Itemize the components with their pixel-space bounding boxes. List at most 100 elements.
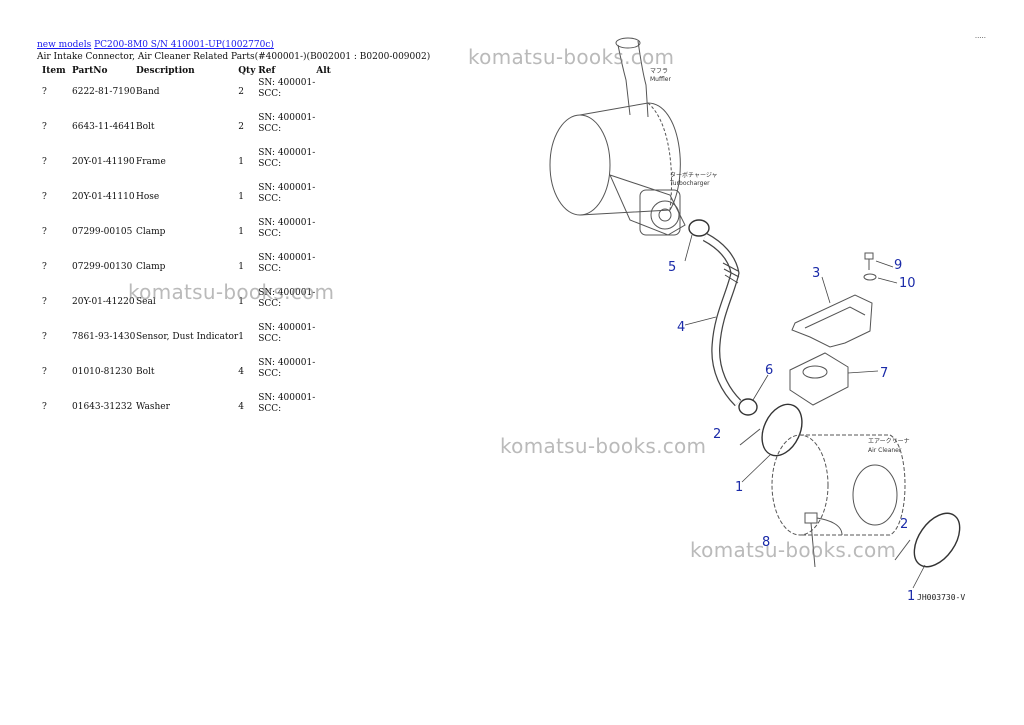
label-muffler-en: Muffler xyxy=(650,76,671,83)
table-row: ? 7861-93-1430 Sensor, Dust Indicator 1 … xyxy=(36,323,356,358)
cell-alt xyxy=(316,393,356,428)
table-row: ? 07299-00105 Clamp 1 SN: 400001-SCC: xyxy=(36,218,356,253)
muffler-pipe-edge xyxy=(637,40,649,118)
turbo-body xyxy=(639,189,681,236)
leader-lines xyxy=(684,234,926,589)
turbo-hub xyxy=(658,208,672,222)
cell-partno: 6643-11-4641 xyxy=(72,122,136,132)
cell-partno: 07299-00105 xyxy=(72,227,133,237)
cell-ref: SN: 400001-SCC: xyxy=(258,113,316,134)
table-header-row: Item PartNo Description Qty Ref Alt xyxy=(36,66,356,78)
leader-5 xyxy=(684,234,693,262)
callout-6: 6 xyxy=(765,363,773,378)
sensor-8-body xyxy=(804,512,818,524)
turbo-housing xyxy=(609,174,686,236)
band-1-upper-drawing xyxy=(761,403,803,457)
cell-item: ? xyxy=(42,297,47,307)
cell-description: Hose xyxy=(136,192,160,202)
cell-partno: 20Y-01-41220 xyxy=(72,297,135,307)
cell-alt xyxy=(316,323,356,358)
cell-item: ? xyxy=(42,87,47,97)
cell-description: Bolt xyxy=(136,122,155,132)
cell-qty: 1 xyxy=(238,262,244,272)
cell-item: ? xyxy=(42,192,47,202)
cell-description: Clamp xyxy=(136,262,166,272)
frame-3-drawing xyxy=(791,294,873,348)
cell-item: ? xyxy=(42,262,47,272)
hose-4-ribs xyxy=(722,262,740,284)
header-item: Item xyxy=(42,66,66,76)
cell-partno: 01643-31232 xyxy=(72,402,133,412)
cell-ref: SN: 400001-SCC: xyxy=(258,393,316,414)
table-row: ? 07299-00130 Clamp 1 SN: 400001-SCC: xyxy=(36,253,356,288)
cell-ref: SN: 400001-SCC: xyxy=(258,183,316,204)
air-cleaner-body xyxy=(800,434,906,536)
page-corner-mark: ..... xyxy=(974,32,986,40)
cell-partno: 01010-81230 xyxy=(72,367,133,377)
drawing-id: JH003730-V xyxy=(917,593,965,602)
band-1-lower-drawing xyxy=(913,512,961,568)
cell-ref: SN: 400001-SCC: xyxy=(258,78,316,99)
cell-alt xyxy=(316,253,356,288)
cell-partno: 7861-93-1430 xyxy=(72,332,136,342)
cell-ref: SN: 400001-SCC: xyxy=(258,218,316,239)
label-muffler-jp: マフラ xyxy=(650,68,668,75)
cell-alt xyxy=(316,288,356,323)
cell-description: Clamp xyxy=(136,227,166,237)
cell-qty: 1 xyxy=(238,192,244,202)
callout-1-lower: 1 xyxy=(907,589,915,604)
cell-item: ? xyxy=(42,367,47,377)
leader-6 xyxy=(752,374,769,401)
label-cleaner-en: Air Cleaner xyxy=(868,447,902,454)
breadcrumb-link-model[interactable]: PC200-8M0 S/N 410001-UP(1002770c) xyxy=(94,40,274,50)
cell-item: ? xyxy=(42,227,47,237)
callout-5: 5 xyxy=(668,260,676,275)
clamp-6-drawing xyxy=(738,398,758,416)
cell-description: Seal xyxy=(136,297,156,307)
bolt-9-head xyxy=(864,252,874,260)
cell-item: ? xyxy=(42,402,47,412)
parts-diagram: マフラ Muffler ターボチャージャ Turbocharger エアークリー… xyxy=(549,37,965,604)
cell-qty: 1 xyxy=(238,332,244,342)
air-cleaner-cap xyxy=(852,464,898,526)
cell-description: Washer xyxy=(136,402,170,412)
callout-9: 9 xyxy=(894,258,902,273)
frame-3-edge xyxy=(804,306,866,329)
bolt-2-upper-drawing xyxy=(739,428,761,446)
cell-partno: 20Y-01-41190 xyxy=(72,157,135,167)
callout-7: 7 xyxy=(880,366,888,381)
hose-4-inner xyxy=(703,234,741,406)
cell-qty: 4 xyxy=(238,367,244,377)
breadcrumb-link-new-models[interactable]: new models xyxy=(37,40,92,50)
leader-7 xyxy=(847,370,879,374)
cell-item: ? xyxy=(42,122,47,132)
cell-qty: 2 xyxy=(238,122,244,132)
cell-ref: SN: 400001-SCC: xyxy=(258,148,316,169)
muffler-body xyxy=(579,102,681,216)
clamp-5-drawing xyxy=(688,219,710,237)
label-cleaner-jp: エアークリーナ xyxy=(868,438,910,445)
cell-alt xyxy=(316,113,356,148)
leader-4 xyxy=(684,316,717,326)
cell-qty: 1 xyxy=(238,157,244,167)
cell-partno: 07299-00130 xyxy=(72,262,133,272)
header-ref: Ref xyxy=(258,66,276,76)
turbo-scroll xyxy=(650,200,680,230)
cell-description: Band xyxy=(136,87,160,97)
label-turbo-en: Turbocharger xyxy=(669,180,710,187)
table-row: ? 01643-31232 Washer 4 SN: 400001-SCC: xyxy=(36,393,356,428)
seal-7-opening xyxy=(802,365,828,379)
cell-description: Sensor, Dust Indicator xyxy=(136,332,239,342)
washer-10-drawing xyxy=(863,273,877,281)
cell-alt xyxy=(316,358,356,393)
diagram-drawing xyxy=(549,37,961,568)
callout-2-lower: 2 xyxy=(900,517,908,532)
callout-2-upper: 2 xyxy=(713,427,721,442)
muffler-pipe xyxy=(617,44,631,116)
cell-alt xyxy=(316,148,356,183)
seal-7-drawing xyxy=(789,352,849,406)
cell-ref: SN: 400001-SCC: xyxy=(258,358,316,379)
header-alt: Alt xyxy=(316,66,331,76)
parts-table: Item PartNo Description Qty Ref Alt ? 62… xyxy=(36,66,356,428)
cell-alt xyxy=(316,78,356,113)
